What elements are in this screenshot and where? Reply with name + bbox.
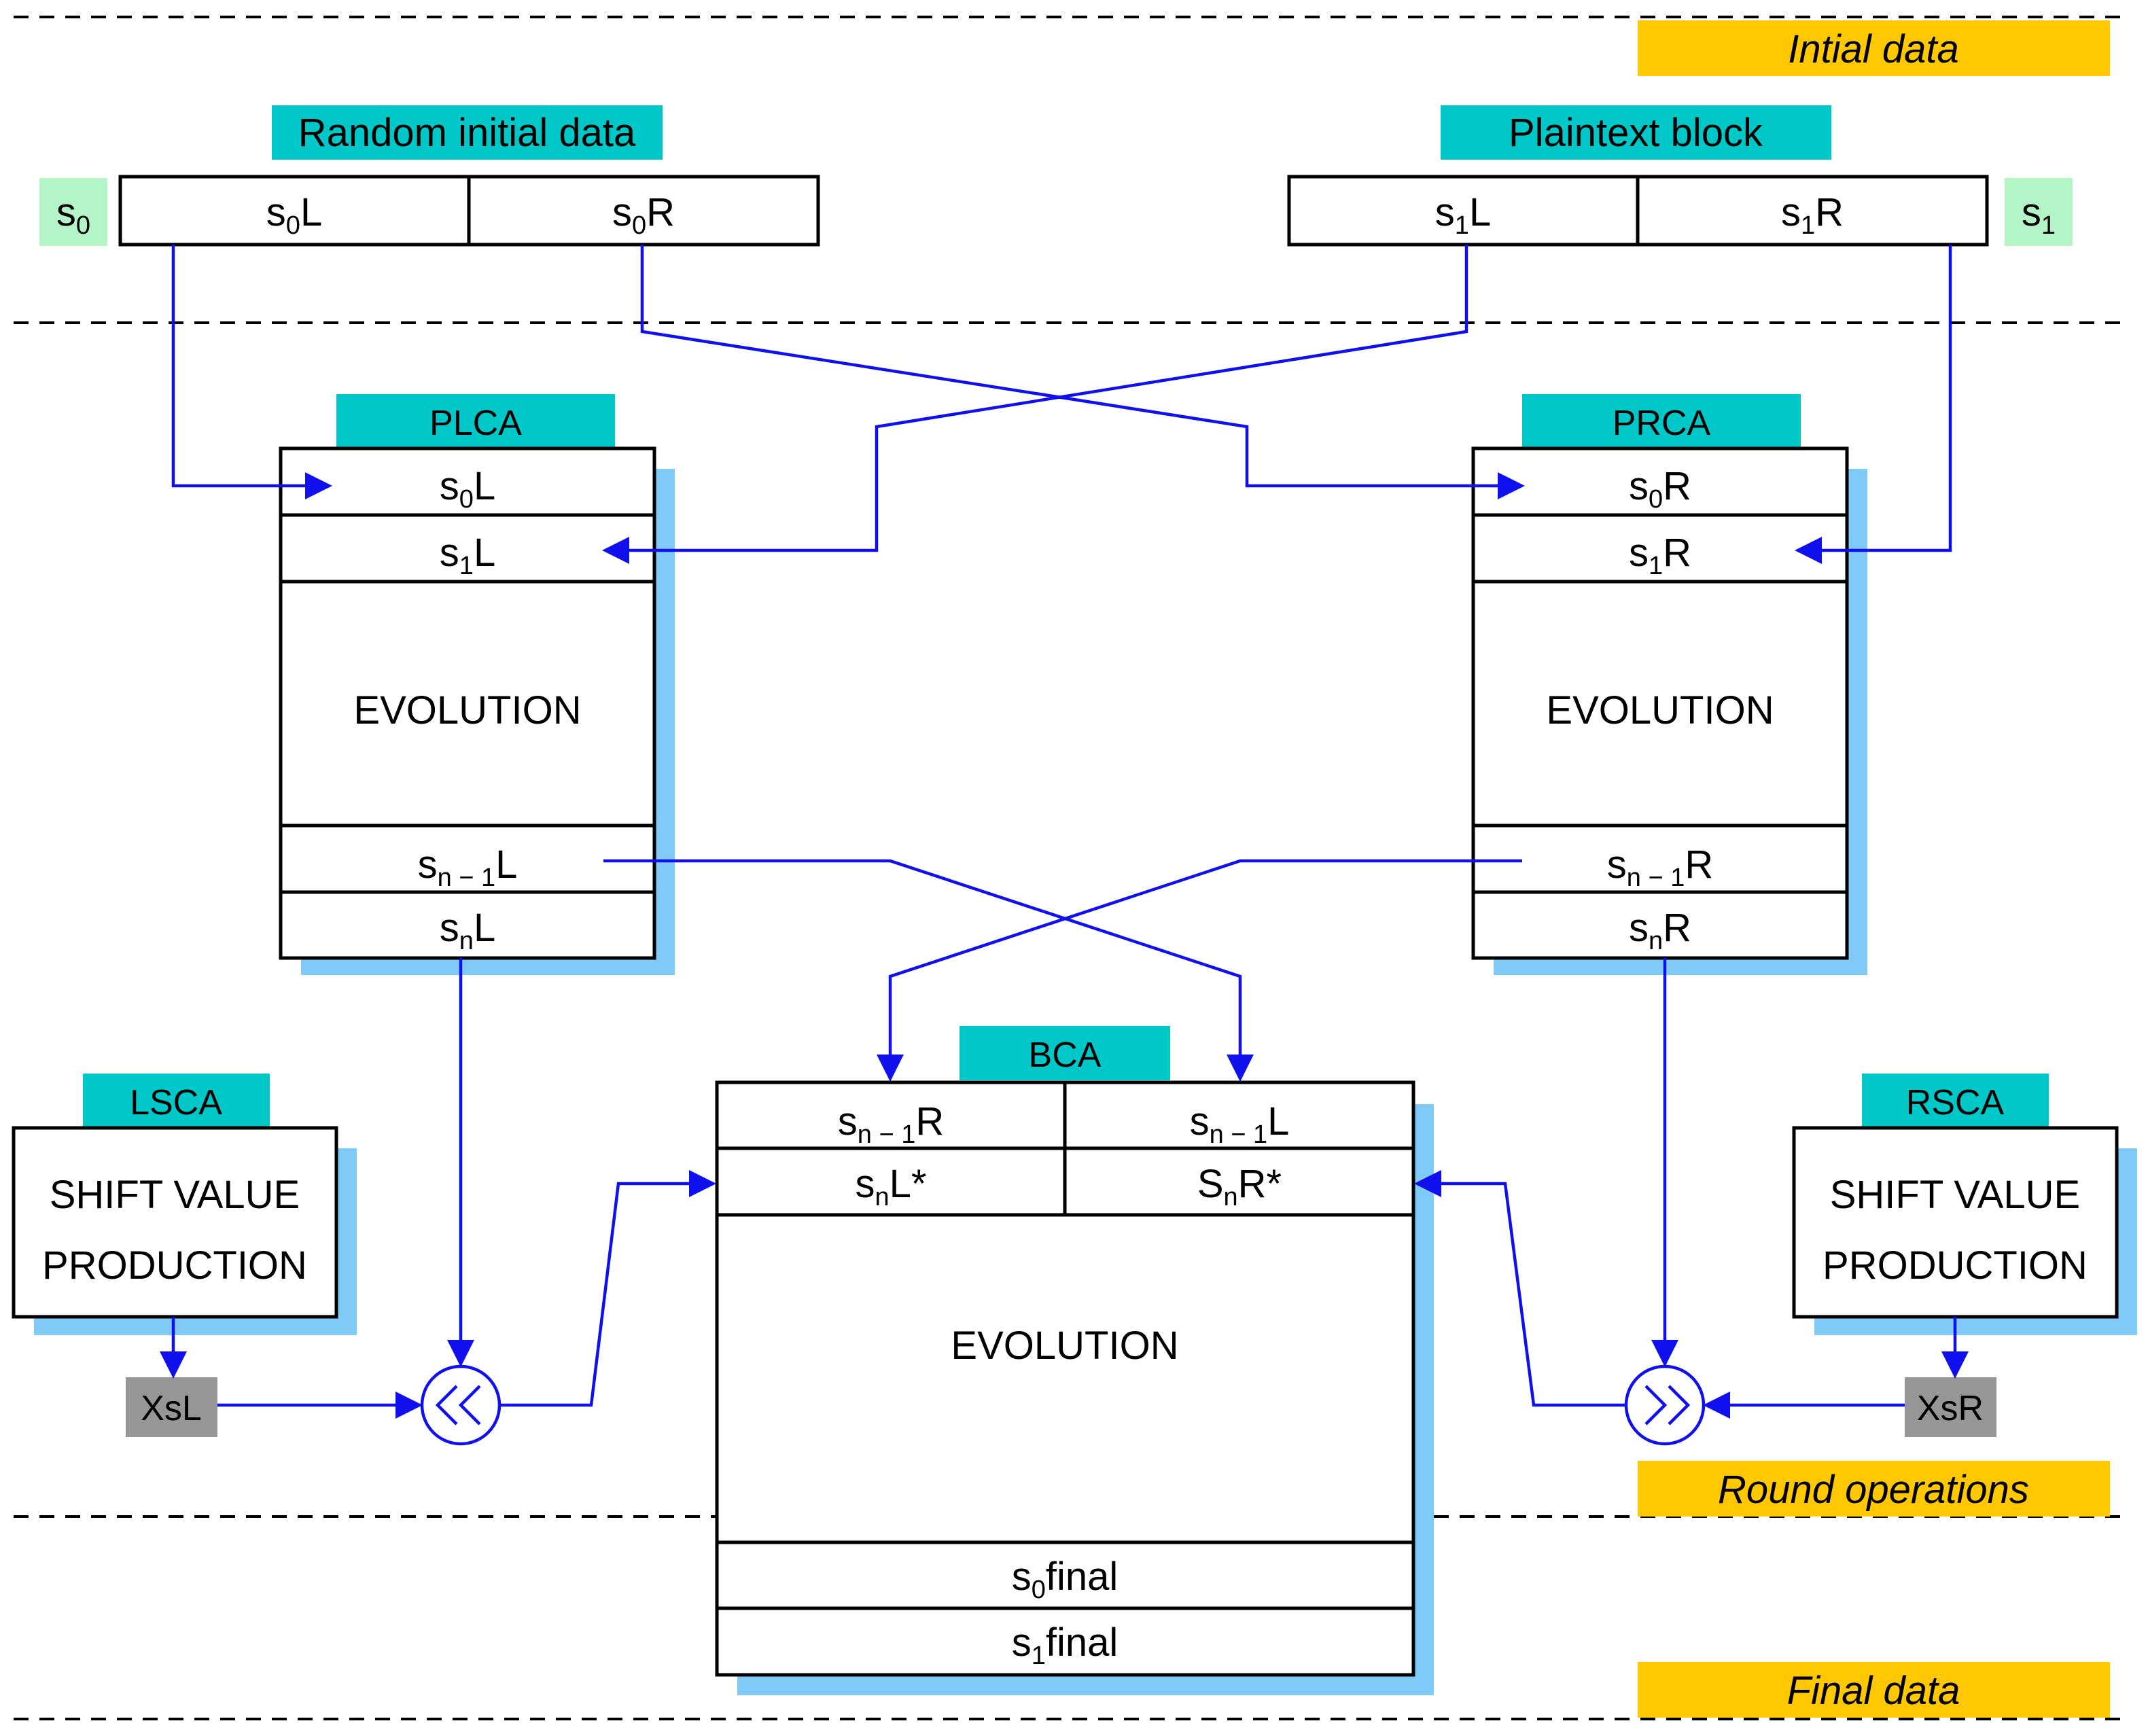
arrow-s1L-to-plca [602,245,1468,564]
bca-cell-s0final: s0final [1012,1555,1119,1604]
tag-round-operations: Round operations [1638,1461,2110,1517]
cell-s0R: s0R [612,190,675,240]
cell-s1L: s1L [1435,190,1491,240]
rsca-shift-line2: PRODUCTION [1823,1243,2088,1288]
plca-evolution: EVOLUTION [353,688,581,732]
svg-text:Round operations: Round operations [1718,1468,2029,1512]
svg-text:XsR: XsR [1917,1389,1984,1428]
arrow-s1R-to-prca [1795,245,1952,564]
prca-cell-snR: snR [1629,906,1691,955]
arrow-s0R-to-prca [640,245,1525,499]
prca-block: PRCA s0R s1R EVOLUTION sn − 1R snR [1471,394,1867,975]
xsl-tag: XsL [126,1377,217,1437]
tag-final-data: Final data [1638,1662,2110,1718]
bca-cell-sn1L: sn − 1L [1190,1099,1290,1149]
tag-s1: s1 [2005,178,2073,246]
svg-text:Plaintext block: Plaintext block [1509,111,1763,155]
arrow-right-shift-to-bca [1414,1170,1626,1407]
prca-cell-s1R: s1R [1629,531,1691,580]
bca-evolution: EVOLUTION [951,1324,1178,1368]
svg-text:Intial data: Intial data [1788,27,1959,71]
label-plaintext-block: Plaintext block [1441,105,1831,160]
prca-cell-sn1R: sn − 1R [1607,843,1713,892]
xsr-tag: XsR [1905,1377,1996,1437]
bca-cell-s1final: s1final [1012,1620,1119,1670]
bca-cell-sn1R: sn − 1R [838,1099,944,1149]
plca-cell-s1L: s1L [440,531,495,580]
bca-block: BCA sn − 1R sn − 1L snL* SnR* EVOLUTION … [715,1026,1434,1695]
plca-label: PLCA [429,404,522,443]
arrow-left-shift-to-bca [499,1170,716,1407]
rsca-label: RSCA [1906,1083,2005,1122]
lsca-shift-line2: PRODUCTION [42,1243,307,1288]
bca-cell-snLstar: snL* [856,1162,927,1211]
arrow-sn1R-to-bca [877,859,1522,1082]
svg-text:s1: s1 [2022,190,2056,240]
prca-evolution: EVOLUTION [1546,688,1774,732]
svg-text:Random initial data: Random initial data [298,111,636,155]
svg-text:XsL: XsL [141,1389,202,1428]
svg-text:s0: s0 [56,190,90,240]
rsca-block: RSCA SHIFT VALUE PRODUCTION [1792,1074,2137,1335]
plca-cell-s0L: s0L [440,464,495,514]
prca-label: PRCA [1613,404,1711,443]
cell-s1R: s1R [1781,190,1844,240]
lsca-shift-line1: SHIFT VALUE [50,1173,300,1217]
svg-text:Final data: Final data [1787,1669,1960,1713]
register-s0: s0L s0R [118,175,820,247]
bca-cell-SnRstar: SnR* [1197,1162,1282,1211]
right-shift-operator-icon [1624,1364,1706,1446]
plca-block: PLCA s0L s1L EVOLUTION sn − 1L snL [279,394,675,975]
plca-cell-snL: snL [440,906,495,955]
bca-label: BCA [1029,1035,1102,1075]
left-shift-operator-icon [420,1364,501,1446]
arrow-s0L-to-plca [171,245,332,499]
tag-s0: s0 [39,178,107,246]
plca-cell-sn1L: sn − 1L [418,843,518,892]
rsca-shift-line1: SHIFT VALUE [1830,1173,2081,1217]
tag-initial-data: Intial data [1638,20,2110,76]
lsca-block: LSCA SHIFT VALUE PRODUCTION [12,1074,357,1335]
register-s1: s1L s1R [1287,175,1989,247]
cell-s0L: s0L [266,190,322,240]
lsca-label: LSCA [130,1083,222,1122]
label-random-initial-data: Random initial data [272,105,663,160]
prca-cell-s0R: s0R [1629,464,1691,514]
connectors [160,245,1969,1419]
